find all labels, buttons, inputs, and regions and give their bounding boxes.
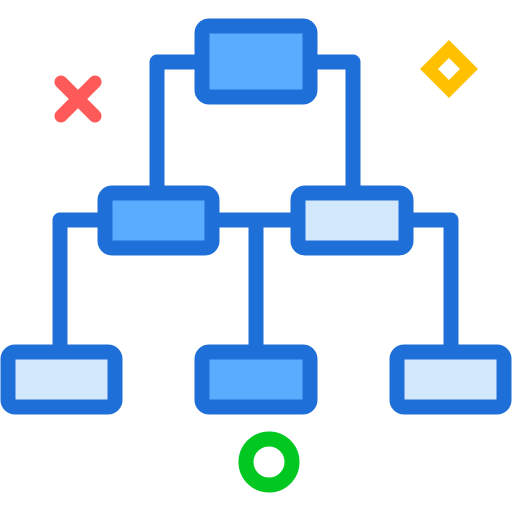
bottom-right-node-box [389, 344, 512, 415]
top-node-box [194, 18, 318, 105]
bottom-left-node-box [0, 344, 123, 415]
connector-right-down [397, 212, 459, 360]
diamond-icon [420, 40, 478, 98]
cross-icon [54, 75, 102, 123]
connector-top-left [149, 54, 210, 204]
bottom-center-node-box [194, 344, 318, 415]
ring-icon [238, 431, 300, 493]
connector-left-down [52, 212, 113, 360]
connector-lines [52, 54, 459, 360]
connector-top-right [302, 54, 361, 204]
middle-right-node-box [290, 185, 414, 256]
diamond-hole [438, 58, 460, 80]
middle-left-node-box [97, 185, 220, 256]
